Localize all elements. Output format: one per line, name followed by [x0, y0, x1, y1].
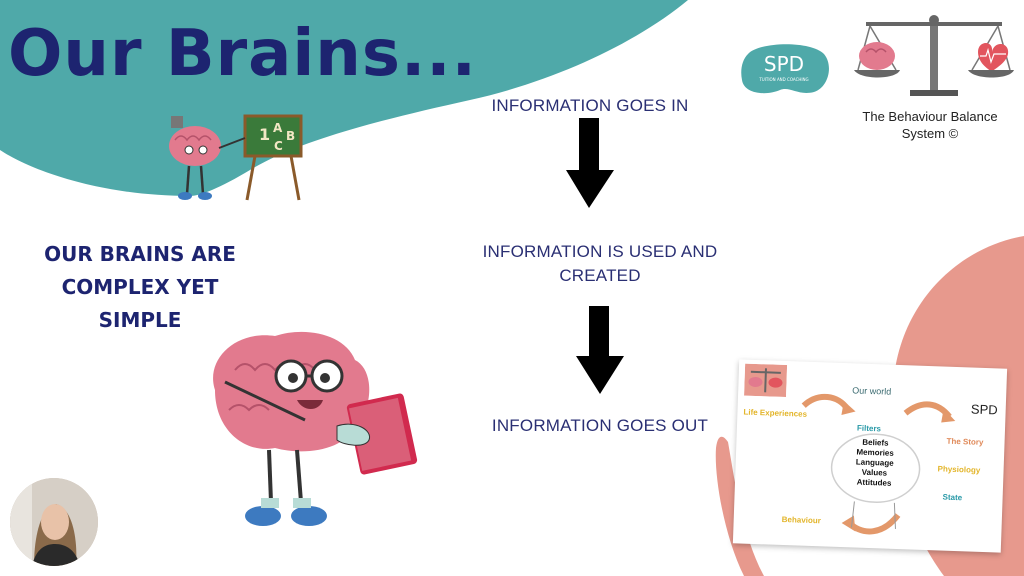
spd-logo-text: SPD: [764, 52, 804, 76]
chalk-char-4: C: [274, 139, 283, 153]
page-title: Our Brains...: [8, 17, 477, 91]
information-used-label: INFORMATION IS USED AND CREATED: [470, 240, 730, 288]
heading-line-2: COMPLEX YET: [61, 275, 219, 299]
spd-logo: SPD TUITION AND COACHING: [741, 44, 829, 94]
card-filters-list: Beliefs Memories Language Values Attitud…: [839, 437, 911, 489]
card-spd-label: SPD: [970, 401, 998, 418]
card-the-story-label: The Story: [946, 436, 984, 447]
information-used-line-2: CREATED: [559, 266, 641, 285]
caption-line-2: System ©: [901, 126, 959, 141]
heading-line-3: SIMPLE: [98, 308, 182, 332]
card-behaviour-label: Behaviour: [781, 514, 821, 526]
chalk-char-3: B: [286, 129, 295, 143]
reading-brain-illustration: [213, 331, 418, 526]
card-filters-label: Filters: [856, 423, 882, 434]
down-arrow-icon: [566, 118, 614, 208]
information-used-line-1: INFORMATION IS USED AND: [482, 242, 718, 261]
spd-logo-subtext: TUITION AND COACHING: [758, 77, 808, 82]
teacher-brain-illustration: 1 A B C: [169, 114, 303, 201]
presenter-portrait: [10, 478, 98, 566]
heading-line-1: OUR BRAINS ARE: [44, 242, 236, 266]
card-physiology-label: Physiology: [937, 464, 981, 475]
card-arrows-diagram: [801, 393, 956, 535]
card-our-world-label: Our world: [852, 385, 892, 397]
behaviour-balance-caption: The Behaviour Balance System ©: [850, 108, 1010, 142]
presenter-video-avatar: [10, 478, 98, 566]
chalk-char-2: A: [273, 121, 283, 135]
chalk-char-1: 1: [259, 125, 270, 144]
our-world-diagram-card: Our world SPD Life Experiences Filters B…: [732, 359, 1008, 553]
card-state-label: State: [942, 492, 963, 503]
information-goes-out-label: INFORMATION GOES OUT: [491, 416, 709, 435]
caption-line-1: The Behaviour Balance: [862, 109, 998, 124]
information-goes-in-label: INFORMATION GOES IN: [491, 96, 689, 115]
card-balance-icon: [744, 363, 788, 398]
down-arrow-icon: [576, 306, 624, 394]
balance-scale-logo: [854, 15, 1014, 96]
complex-yet-simple-heading: OUR BRAINS ARE COMPLEX YET SIMPLE: [30, 238, 250, 337]
